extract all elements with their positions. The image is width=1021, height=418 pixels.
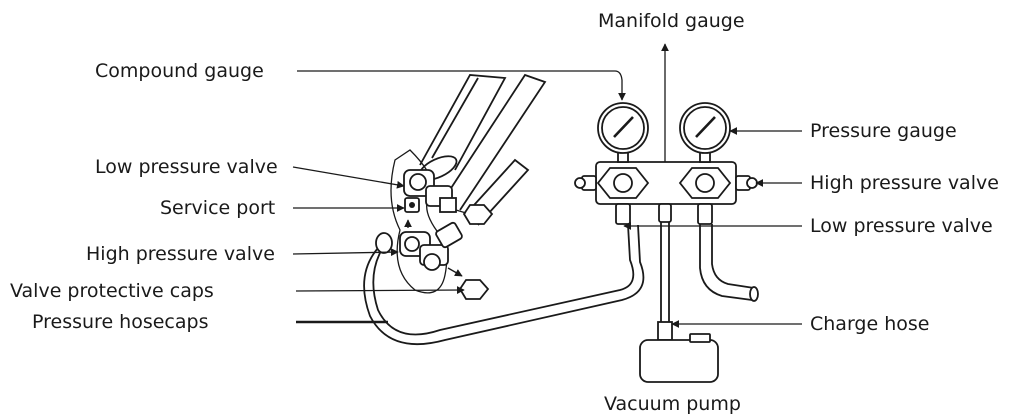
label-service-port: Service port (160, 197, 275, 219)
label-compound-gauge: Compound gauge (95, 60, 264, 82)
label-low-pressure-valve-right: Low pressure valve (810, 215, 993, 237)
outdoor-unit-valves (390, 73, 547, 300)
leader-lines (292, 43, 802, 328)
label-pressure-hosecaps: Pressure hosecaps (32, 311, 208, 333)
charge-hose (657, 222, 673, 341)
high-pressure-valve-body (399, 221, 463, 271)
label-vacuum-pump: Vacuum pump (604, 393, 741, 415)
valve-cap-upper (455, 204, 494, 225)
manifold-block (574, 147, 758, 225)
label-pressure-gauge: Pressure gauge (810, 120, 957, 142)
compound-gauge-dial (597, 102, 649, 154)
label-high-pressure-valve-left: High pressure valve (86, 243, 275, 265)
label-manifold-gauge: Manifold gauge (598, 10, 745, 32)
vacuum-pump (639, 333, 719, 383)
label-high-pressure-valve-right: High pressure valve (810, 172, 999, 194)
service-port (404, 197, 420, 213)
low-pressure-valve-body (403, 169, 457, 213)
label-charge-hose: Charge hose (810, 313, 929, 335)
label-low-pressure-valve-left: Low pressure valve (95, 156, 278, 178)
high-side-hose (699, 224, 759, 302)
pressure-gauge-dial (679, 102, 731, 154)
label-valve-protective-caps: Valve protective caps (10, 280, 214, 302)
valve-cap-lower (458, 279, 490, 300)
pressure-hose (363, 224, 645, 346)
